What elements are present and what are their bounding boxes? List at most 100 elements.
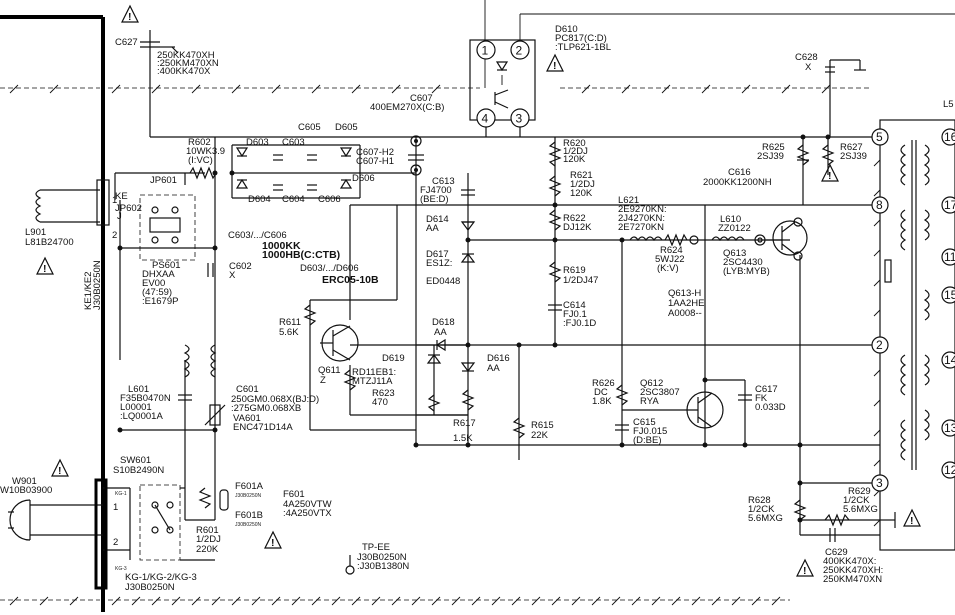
label-q611: Q611 Z (318, 365, 341, 386)
svg-text:J30B0250N: J30B0250N (235, 522, 262, 528)
svg-text::400KK470X: :400KK470X (157, 66, 211, 77)
inductor-l901-symbol (35, 179, 110, 226)
label-tp-ee: TP-EE J30B0250N :J30B1380N (357, 542, 409, 572)
svg-text:C607: C607 (410, 93, 433, 104)
svg-text:C601: C601 (236, 384, 259, 395)
transformer-pin-12: 12 (941, 461, 955, 479)
svg-text:D603/.../D606: D603/.../D606 (300, 263, 359, 274)
optocoupler-d610-symbol (469, 39, 536, 121)
svg-text:L81B24700: L81B24700 (25, 237, 74, 248)
svg-text:DHXAA: DHXAA (142, 269, 175, 280)
svg-text:AA: AA (434, 327, 447, 338)
warning-icon: ! (121, 4, 139, 23)
label-d616: D616 AA (487, 353, 510, 374)
label-capacitor-value-bold: 1000KK 1000HB(C:CTB) (262, 240, 340, 261)
svg-text::275GM0.068XB: :275GM0.068XB (231, 403, 301, 414)
svg-text:14: 14 (944, 353, 955, 367)
capacitor-c615-symbol (615, 424, 629, 431)
svg-text:2SC3807: 2SC3807 (640, 387, 680, 398)
svg-text:!: ! (553, 60, 557, 72)
label-c627: C627 250KK470XH :250KM470XN :400KK470X (115, 37, 219, 77)
svg-text:(BE:D): (BE:D) (420, 194, 449, 205)
svg-text:FJ4700: FJ4700 (420, 185, 452, 196)
wiring (103, 30, 880, 561)
transformer-pin-17: 17 (941, 196, 955, 214)
svg-text:C629: C629 (825, 547, 848, 558)
svg-text:D617: D617 (426, 249, 449, 260)
svg-text:C613: C613 (432, 176, 455, 187)
capacitor-c602-symbol (207, 263, 214, 277)
svg-text:1.5K: 1.5K (453, 433, 473, 444)
svg-text:C607-H2: C607-H2 (356, 147, 394, 158)
svg-text:1: 1 (113, 502, 118, 513)
test-point-tp-ee-symbol (345, 555, 355, 575)
svg-text:D604: D604 (248, 194, 271, 205)
switch-pin-kg-3: KG-3 (115, 566, 127, 572)
svg-text:S10B2490N: S10B2490N (113, 465, 164, 476)
svg-text:!: ! (803, 565, 807, 577)
label-l601: L601 F35B0470N L00001 :LQ0001A (120, 384, 171, 422)
svg-text:KG-3: KG-3 (115, 566, 127, 572)
label-r624: R624 5WJ22 (K:V) (655, 245, 685, 274)
label-r628: R628 1/2CK 5.6MXG (748, 495, 783, 524)
svg-text:Q612: Q612 (640, 378, 663, 389)
label-c629: C629 400KK470X: 250KK470XH: 250KM470XN (823, 547, 883, 585)
transformer-pin-11: 11 (941, 248, 955, 266)
resistor-r629-symbol (824, 513, 850, 527)
ic-pin-3: 3 (510, 108, 530, 128)
varistor-va601-symbol (204, 404, 226, 426)
svg-text:15: 15 (944, 288, 955, 302)
switch-sw601-symbol (139, 484, 181, 561)
svg-text:C604: C604 (282, 194, 305, 205)
svg-text::J30B1380N: :J30B1380N (357, 561, 409, 572)
svg-text:VA601: VA601 (233, 413, 261, 424)
svg-text:F601: F601 (283, 489, 305, 500)
svg-text:22K: 22K (531, 430, 549, 441)
svg-text:KG-1: KG-1 (115, 491, 127, 497)
resistor-r601-symbol (198, 487, 212, 509)
svg-text:Q613-H: Q613-H (668, 288, 701, 299)
svg-text:Q613: Q613 (723, 248, 746, 259)
warning-icons: ! ! ! ! ! ! ! ! (36, 4, 921, 577)
label-q613-h: Q613-H 1AA2HE A0008-- (668, 288, 704, 319)
svg-text:1/2DJ: 1/2DJ (563, 146, 588, 157)
diode-d617-symbol (460, 253, 476, 263)
capacitor-c614-symbol (548, 304, 562, 311)
label-ke1-ke2: KE1/KE2 J30B0250N (83, 260, 103, 310)
resistor-r625-symbol (796, 144, 810, 166)
svg-text:W10B03900: W10B03900 (0, 485, 52, 496)
inductor-l610-symbol (711, 234, 766, 246)
svg-text::E1679P: :E1679P (142, 296, 178, 307)
svg-text:C607-H1: C607-H1 (356, 156, 394, 167)
svg-text:8: 8 (876, 198, 883, 212)
junction-dots (117, 134, 831, 523)
label-c614: C614 FJ0.1 :FJ0.1D (563, 300, 596, 329)
connector-pin-2: 2 (112, 230, 117, 241)
label-d603: D603 (246, 137, 269, 148)
power-plug-w901-symbol (8, 478, 108, 590)
svg-text:1/2DJ: 1/2DJ (570, 179, 595, 190)
label-c605: C605 (298, 122, 321, 133)
transistor-q613-symbol (766, 217, 808, 261)
svg-text:ES1Z:: ES1Z: (426, 258, 452, 269)
label-l901: L901 L81B24700 (25, 227, 74, 248)
svg-text:250KK470XH: 250KK470XH (157, 50, 215, 61)
svg-text:2SJ39: 2SJ39 (757, 151, 784, 162)
svg-text:2SC4430: 2SC4430 (723, 257, 763, 268)
label-c604: C604 (282, 194, 305, 205)
label-c607: C607 400EM270X(C:B) (370, 93, 444, 113)
svg-text:C603/.../C606: C603/.../C606 (228, 230, 287, 241)
svg-text:(LYB:MYB): (LYB:MYB) (723, 266, 770, 277)
svg-text:J30B0250N: J30B0250N (235, 493, 262, 499)
svg-text:DJ12K: DJ12K (563, 222, 592, 233)
svg-text:C602: C602 (229, 261, 252, 272)
label-r615: R615 22K (531, 420, 554, 441)
svg-text:R620: R620 (563, 138, 586, 149)
svg-text:1/2CK: 1/2CK (748, 504, 775, 515)
transistor-q612-symbol (622, 391, 724, 429)
label-c628: C628 X (795, 52, 818, 73)
svg-text:!: ! (910, 515, 914, 527)
label-c602: C602 X (229, 261, 252, 281)
svg-text:J30B0250N: J30B0250N (125, 582, 175, 593)
